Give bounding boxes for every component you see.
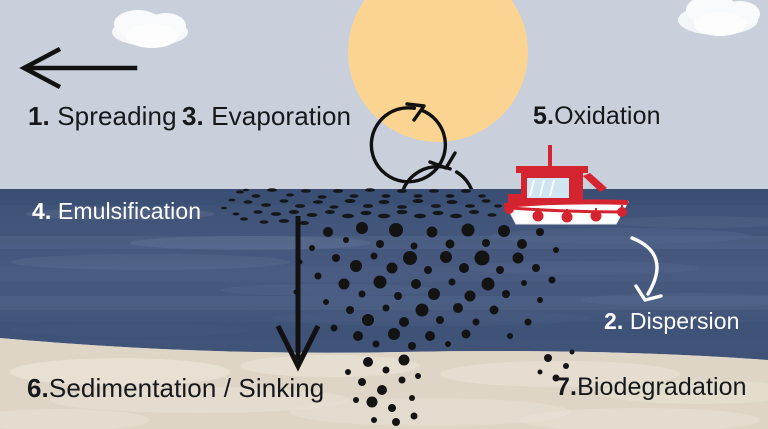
sun-icon	[348, 0, 528, 142]
cloud-icon	[678, 0, 760, 36]
fishing-boat-icon	[504, 145, 629, 225]
oil-droplets-icon	[221, 188, 502, 225]
oil-droplets-icon	[345, 349, 575, 426]
label-biodegradation-text: Biodegradation	[577, 373, 747, 401]
label-evaporation: 3. Evaporation	[182, 103, 351, 129]
water-wave-bands	[0, 189, 768, 340]
label-sedimentation: 6.Sedimentation / Sinking	[27, 375, 324, 401]
label-biodegradation: 7.Biodegradation	[556, 375, 747, 400]
label-spreading-text: Spreading	[49, 101, 177, 131]
label-emulsification: 4. Emulsification	[32, 200, 201, 223]
sand-texture	[0, 338, 768, 429]
label-oxidation: 5.Oxidation	[533, 104, 661, 129]
cloud-icon	[112, 10, 188, 48]
label-biodegradation-number: 7.	[556, 373, 578, 401]
label-evaporation-text: Evaporation	[203, 101, 352, 131]
label-dispersion: 2. Dispersion	[604, 310, 740, 333]
label-dispersion-text: Dispersion	[623, 308, 740, 334]
label-emulsification-text: Emulsification	[51, 198, 202, 224]
label-oxidation-number: 5.	[533, 102, 555, 130]
left-arrow-icon	[19, 46, 138, 90]
oil-droplets-icon	[293, 222, 559, 350]
label-oxidation-text: Oxidation	[554, 102, 661, 130]
curved-down-arrow-icon	[630, 236, 663, 302]
label-sedimentation-number: 6.	[27, 373, 49, 403]
label-emulsification-number: 4.	[32, 198, 52, 224]
label-dispersion-number: 2.	[604, 308, 624, 334]
label-spreading-number: 1.	[28, 101, 50, 131]
label-spreading: 1. Spreading	[28, 103, 177, 129]
label-evaporation-number: 3.	[182, 101, 204, 131]
down-arrow-icon	[275, 216, 321, 372]
label-sedimentation-text: Sedimentation / Sinking	[48, 373, 325, 403]
